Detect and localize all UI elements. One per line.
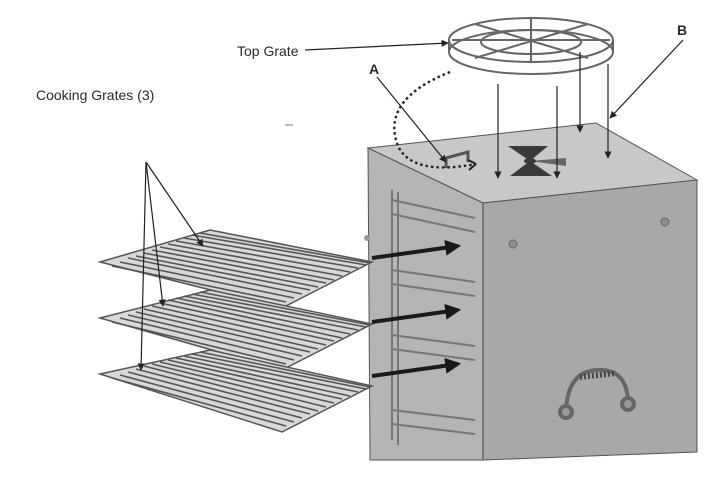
leader-top-grate: [304, 39, 449, 51]
rack-rails: [391, 190, 476, 445]
insert-arrows: [371, 239, 462, 378]
cooking-grate-lower: [97, 349, 375, 433]
leader-cooking-upper: [145, 161, 204, 247]
leader-lines: [137, 39, 684, 371]
rivet: [660, 217, 670, 227]
door-handle: [558, 367, 636, 420]
cooking-grates: [97, 229, 375, 433]
insert-arrow-middle: [371, 303, 462, 324]
label-a: A: [369, 61, 380, 77]
leader-cooking-middle: [145, 161, 166, 307]
rivet: [364, 235, 370, 241]
rivet: [508, 239, 518, 249]
leader-b: [609, 39, 684, 119]
cooking-grate-upper: [97, 229, 375, 309]
label-b: B: [677, 22, 688, 38]
leader-a: [376, 76, 447, 163]
smoker-cabinet: [364, 122, 699, 461]
insert-arrow-lower: [371, 357, 462, 378]
leader-cooking-lower: [137, 161, 147, 371]
top-grate: [448, 17, 614, 75]
insert-arrow-upper: [371, 239, 462, 260]
latch-bracket-a: [444, 150, 470, 168]
label-cooking-grates: Cooking Grates (3): [36, 87, 155, 103]
cooking-grate-middle: [97, 289, 375, 371]
label-top-grate: Top Grate: [237, 43, 299, 59]
